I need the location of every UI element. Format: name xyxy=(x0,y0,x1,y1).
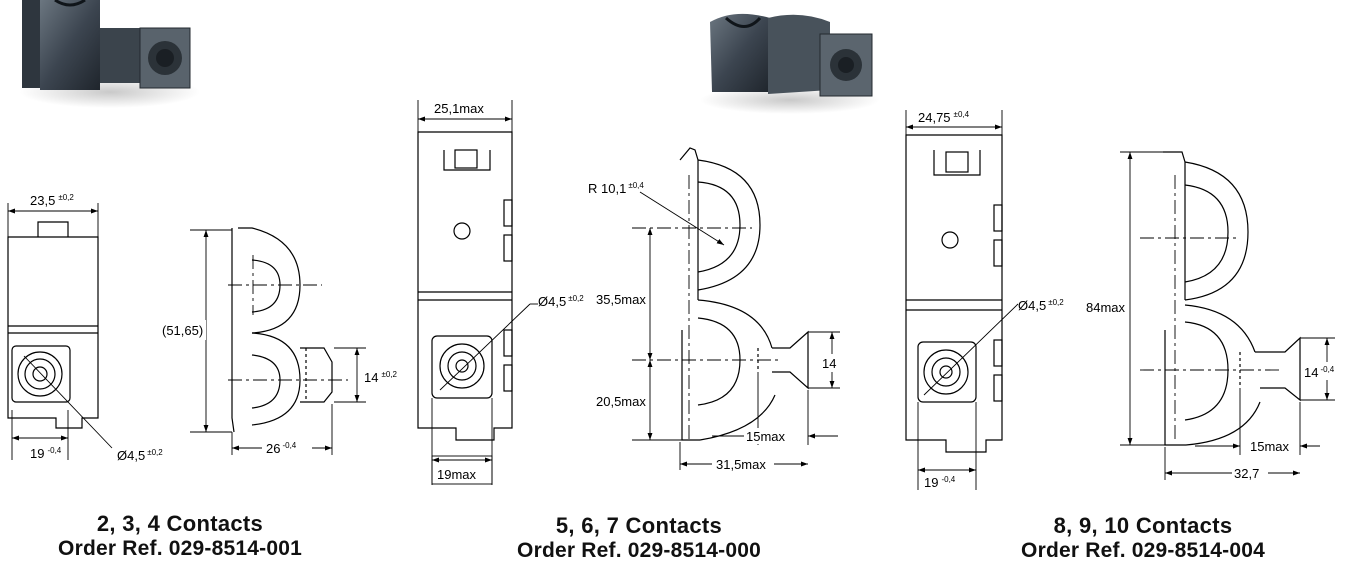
product-caption-1: 2, 3, 4 Contacts Order Ref. 029-8514-001 xyxy=(15,511,345,561)
front-view-3 xyxy=(905,134,1003,453)
product-title-2: 5, 6, 7 Contacts xyxy=(555,513,723,538)
dims-front-3 xyxy=(905,110,1019,490)
dim-radius-2: R 10,1±0,4 xyxy=(588,181,644,196)
dim-side-width-2: 31,5max xyxy=(716,457,766,472)
dim-hole-1: Ø4,5±0,2 xyxy=(117,448,163,463)
dim-side-depth-3: 15max xyxy=(1250,439,1290,454)
dim-side-width-1: 26-0,4 xyxy=(266,441,297,456)
dim-width-top-1: 23,5±0,2 xyxy=(30,193,74,208)
dim-width-bottom-2: 19max xyxy=(437,467,477,482)
dims-front-1 xyxy=(7,203,113,460)
dim-width-top-3: 24,75±0,4 xyxy=(918,110,970,125)
dim-side-height-1: 14±0,2 xyxy=(364,370,398,385)
dims-side-2 xyxy=(632,175,840,470)
dims-side-1 xyxy=(190,229,366,455)
side-view-1 xyxy=(231,227,333,433)
dim-pitch-2: 35,5max xyxy=(596,292,646,307)
dim-side-depth-2: 15max xyxy=(746,429,786,444)
dim-hole-2: Ø4,5±0,2 xyxy=(538,294,584,309)
dim-side-height-3: 14-0,4 xyxy=(1304,365,1335,380)
product-title-1: 2, 3, 4 Contacts xyxy=(96,511,264,536)
dim-height-1: (51,65) xyxy=(162,323,203,338)
product-title-3: 8, 9, 10 Contacts xyxy=(1053,513,1233,538)
front-view-2 xyxy=(417,131,513,441)
dim-width-top-2: 25,1max xyxy=(434,101,484,116)
dim-width-bottom-3: 19-0,4 xyxy=(924,475,956,490)
dim-hole-3: Ø4,5±0,2 xyxy=(1018,298,1064,313)
order-ref-2: Order Ref. 029-8514-000 xyxy=(517,539,761,562)
product-photo-2 xyxy=(700,13,880,114)
product-caption-2: 5, 6, 7 Contacts Order Ref. 029-8514-000 xyxy=(474,513,804,563)
dim-labels: 23,5±0,2 19-0,4 Ø4,5±0,2 (51,65) 14±0,2 … xyxy=(30,101,1350,490)
product-caption-3: 8, 9, 10 Contacts Order Ref. 029-8514-00… xyxy=(978,513,1308,563)
side-view-2 xyxy=(679,147,809,441)
front-view-1 xyxy=(7,221,99,429)
dim-height-3: 84max xyxy=(1086,300,1126,315)
dims-side-3 xyxy=(1120,151,1335,480)
dim-side-height-2: 14 xyxy=(822,356,836,371)
product-photo-1 xyxy=(20,0,200,108)
side-view-3 xyxy=(1163,151,1301,446)
order-ref-1: Order Ref. 029-8514-001 xyxy=(58,537,302,560)
dim-lower-2: 20,5max xyxy=(596,394,646,409)
dim-side-width-3: 32,7 xyxy=(1234,466,1259,481)
order-ref-3: Order Ref. 029-8514-004 xyxy=(1021,539,1265,562)
dims-front-2 xyxy=(417,100,538,485)
dim-width-bottom-1: 19-0,4 xyxy=(30,446,62,461)
